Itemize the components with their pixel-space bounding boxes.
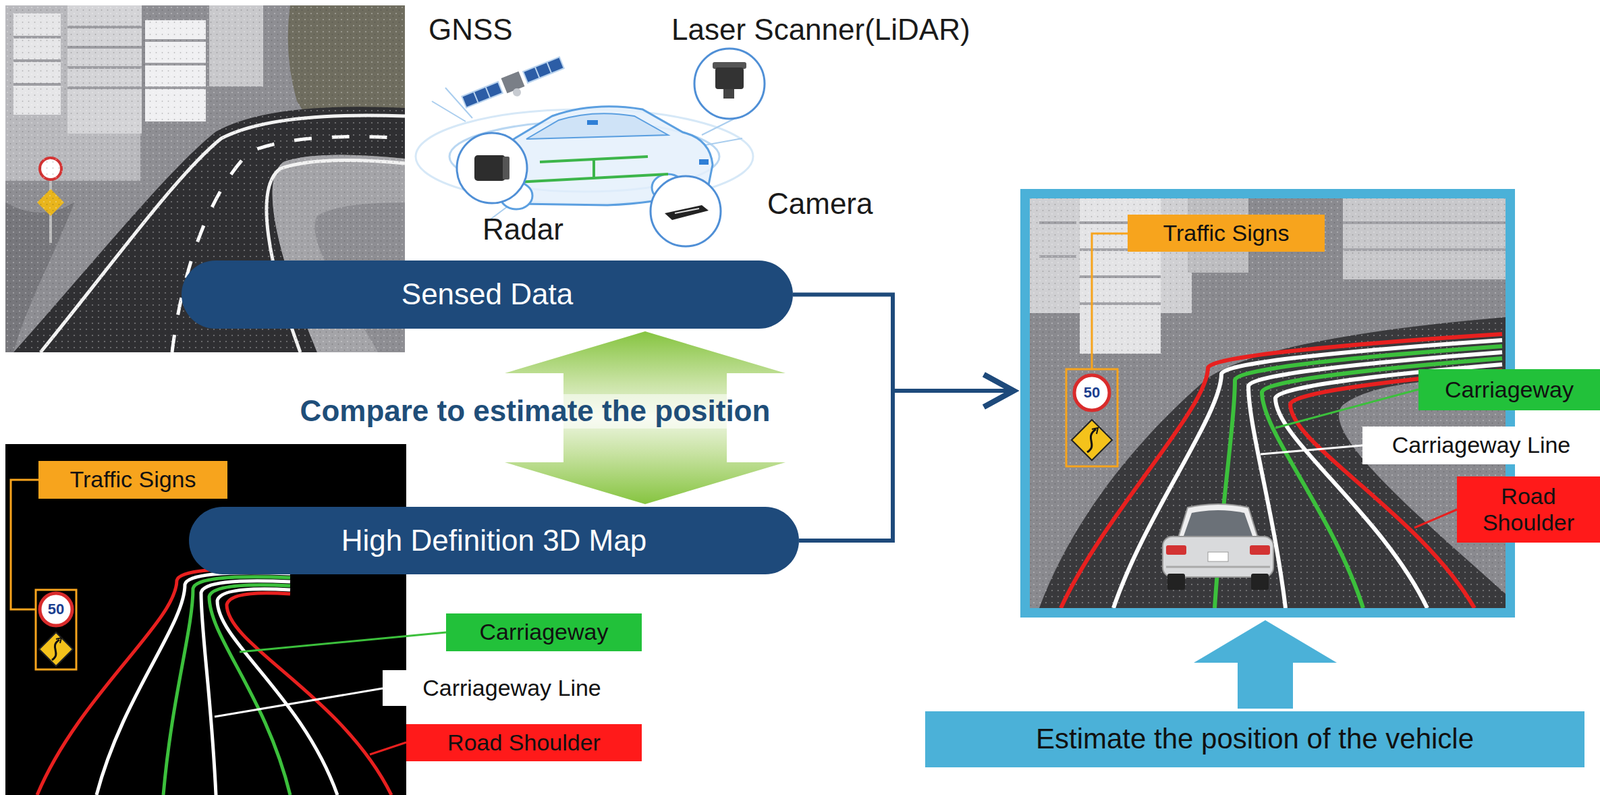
hd-map-panel	[369, 742, 407, 755]
radar-icon	[456, 132, 528, 204]
sensor-car	[587, 120, 598, 125]
data-connector	[798, 390, 1014, 541]
hd-map-panel	[5, 444, 407, 795]
camera-icon	[674, 208, 700, 214]
result-panel: Traffic SignsCarriagewayCarriageway Line…	[1020, 188, 1515, 618]
sensor-label: Radar	[482, 213, 564, 246]
speed-value: 50	[47, 601, 65, 618]
vehicle-icon	[1249, 545, 1271, 555]
node-text: Estimate the position of the vehicle	[1035, 722, 1474, 756]
lidar-icon	[694, 48, 765, 119]
satellite-icon	[460, 55, 567, 117]
vehicle-icon	[1182, 510, 1254, 538]
result-scene	[1066, 369, 1118, 467]
result-scene	[1414, 509, 1457, 528]
hd-map-panel	[35, 589, 77, 670]
data-connector	[792, 294, 1014, 392]
data-pill: High Definition 3D Map	[188, 506, 799, 575]
edge-label: Compare to estimate the position	[249, 394, 821, 429]
vehicle-icon	[1177, 504, 1259, 540]
satellite-icon	[511, 87, 523, 98]
map-tag: Carriageway	[1418, 369, 1600, 411]
sensor-car	[526, 113, 669, 140]
map-tag: Carriageway Line	[1362, 426, 1600, 465]
sensor-car	[699, 159, 709, 165]
lidar-icon	[715, 67, 744, 90]
speed-value: 50	[1083, 384, 1100, 401]
hd-map-panel	[10, 479, 39, 610]
lidar-icon	[723, 89, 735, 99]
result-scene	[1074, 375, 1110, 411]
vehicle-icon	[1162, 536, 1274, 577]
result-scene	[1087, 429, 1096, 453]
satellite-icon	[501, 71, 526, 94]
node-text: High Definition 3D Map	[341, 523, 647, 559]
satellite-icon	[461, 81, 503, 108]
map-tag: Carriageway Line	[382, 670, 642, 706]
hd-map-panel	[56, 637, 62, 644]
camera-icon	[650, 176, 721, 247]
map-tag: Traffic Signs	[38, 460, 228, 499]
hd-map-panel	[51, 639, 60, 660]
vehicle-icon	[1251, 573, 1269, 590]
estimate-arrow	[1193, 620, 1337, 709]
camera-icon	[650, 176, 721, 247]
sensor-label: Camera	[767, 187, 874, 220]
radar-icon	[474, 155, 506, 181]
map-tag: Road Shoulder	[1456, 476, 1600, 543]
result-scene	[1275, 389, 1419, 428]
radar-icon	[456, 132, 528, 204]
hd-map-panel	[239, 632, 447, 652]
result-scene	[1091, 427, 1098, 434]
hd-map-panel	[201, 581, 291, 795]
map-tag: Road Shoulder	[406, 724, 642, 762]
map-tag: Carriageway	[446, 613, 642, 652]
sensor-label: Laser Scanner(LiDAR)	[671, 13, 971, 46]
hd-map-panel	[39, 632, 73, 667]
hd-map-panel	[5, 444, 447, 795]
vehicle-icon	[1166, 545, 1187, 555]
hd-map-panel	[37, 568, 291, 795]
radar-icon	[502, 156, 510, 180]
result-scene	[1091, 233, 1128, 370]
hd-map-panel	[96, 572, 291, 795]
satellite-icon	[522, 56, 565, 83]
result-scene	[1071, 419, 1113, 461]
hd-map-panel	[39, 593, 73, 626]
hd-map-panel	[226, 593, 392, 795]
vehicle-icon	[1167, 573, 1185, 590]
hd-map-panel	[217, 589, 338, 795]
sensor-car	[516, 156, 669, 183]
node-text: Sensed Data	[401, 277, 573, 312]
sensor-label: GNSS	[428, 13, 513, 46]
satellite-icon	[473, 62, 552, 104]
lidar-icon	[694, 48, 765, 119]
vehicle-icon	[1162, 504, 1274, 590]
data-pill: Sensed Data	[181, 260, 793, 329]
hd-map-panel	[214, 688, 383, 717]
result-box: Estimate the position of the vehicle	[925, 711, 1585, 768]
result-scene	[1260, 445, 1363, 455]
camera-icon	[664, 205, 709, 220]
map-tag: Traffic Signs	[1127, 214, 1325, 252]
vehicle-icon	[1166, 566, 1271, 569]
vehicle-icon	[1207, 552, 1229, 562]
